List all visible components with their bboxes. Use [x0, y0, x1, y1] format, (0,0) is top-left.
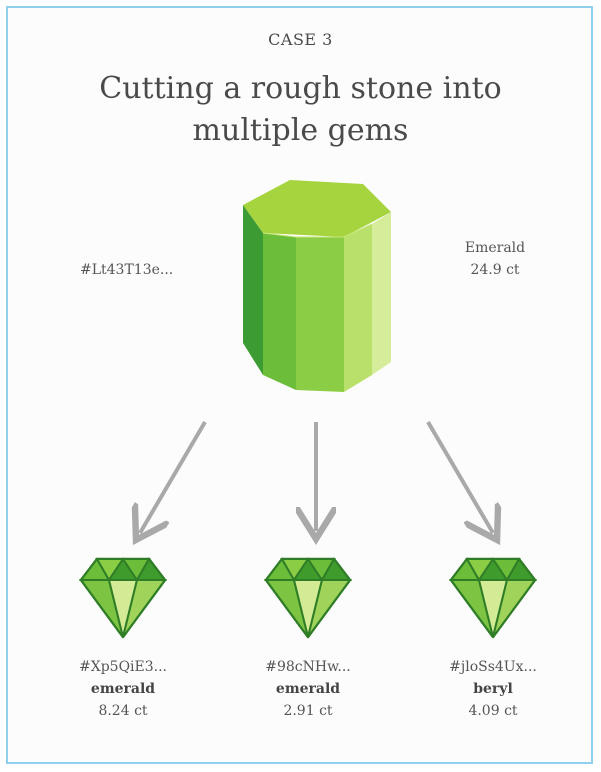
gem-1-type: emerald: [90, 681, 156, 697]
gem-1-info: #Xp5QiE3... emerald 8.24 ct: [53, 656, 193, 722]
rough-stone-id: #Lt43T13e...: [80, 262, 174, 278]
gem-3-icon: [448, 557, 538, 639]
gem-3-type: beryl: [473, 681, 513, 697]
gem-2-weight: 2.91 ct: [283, 703, 333, 719]
gem-2-icon: [263, 557, 353, 639]
rough-crystal-icon: [243, 180, 391, 392]
rough-stone-weight: 24.9 ct: [470, 262, 520, 278]
gem-2-id: #98cNHw...: [265, 659, 351, 675]
gem-3-weight: 4.09 ct: [468, 703, 518, 719]
page-title: Cutting a rough stone into multiple gems: [0, 68, 601, 152]
gem-2-type: emerald: [275, 681, 341, 697]
gem-3-id: #jloSs4Ux...: [449, 659, 537, 675]
gem-1-weight: 8.24 ct: [98, 703, 148, 719]
arrow-right: [426, 420, 493, 533]
case-label: CASE 3: [268, 30, 333, 49]
rough-stone-type: Emerald: [464, 240, 526, 256]
rough-stone-info: Emerald 24.9 ct: [440, 237, 550, 281]
title-line-1: Cutting a rough stone into: [99, 71, 502, 106]
arrow-left: [140, 420, 207, 533]
gem-2-info: #98cNHw... emerald 2.91 ct: [238, 656, 378, 722]
gem-1-icon: [78, 557, 168, 639]
title-line-2: multiple gems: [192, 113, 409, 148]
gem-3-info: #jloSs4Ux... beryl 4.09 ct: [423, 656, 563, 722]
gem-1-id: #Xp5QiE3...: [79, 659, 167, 675]
